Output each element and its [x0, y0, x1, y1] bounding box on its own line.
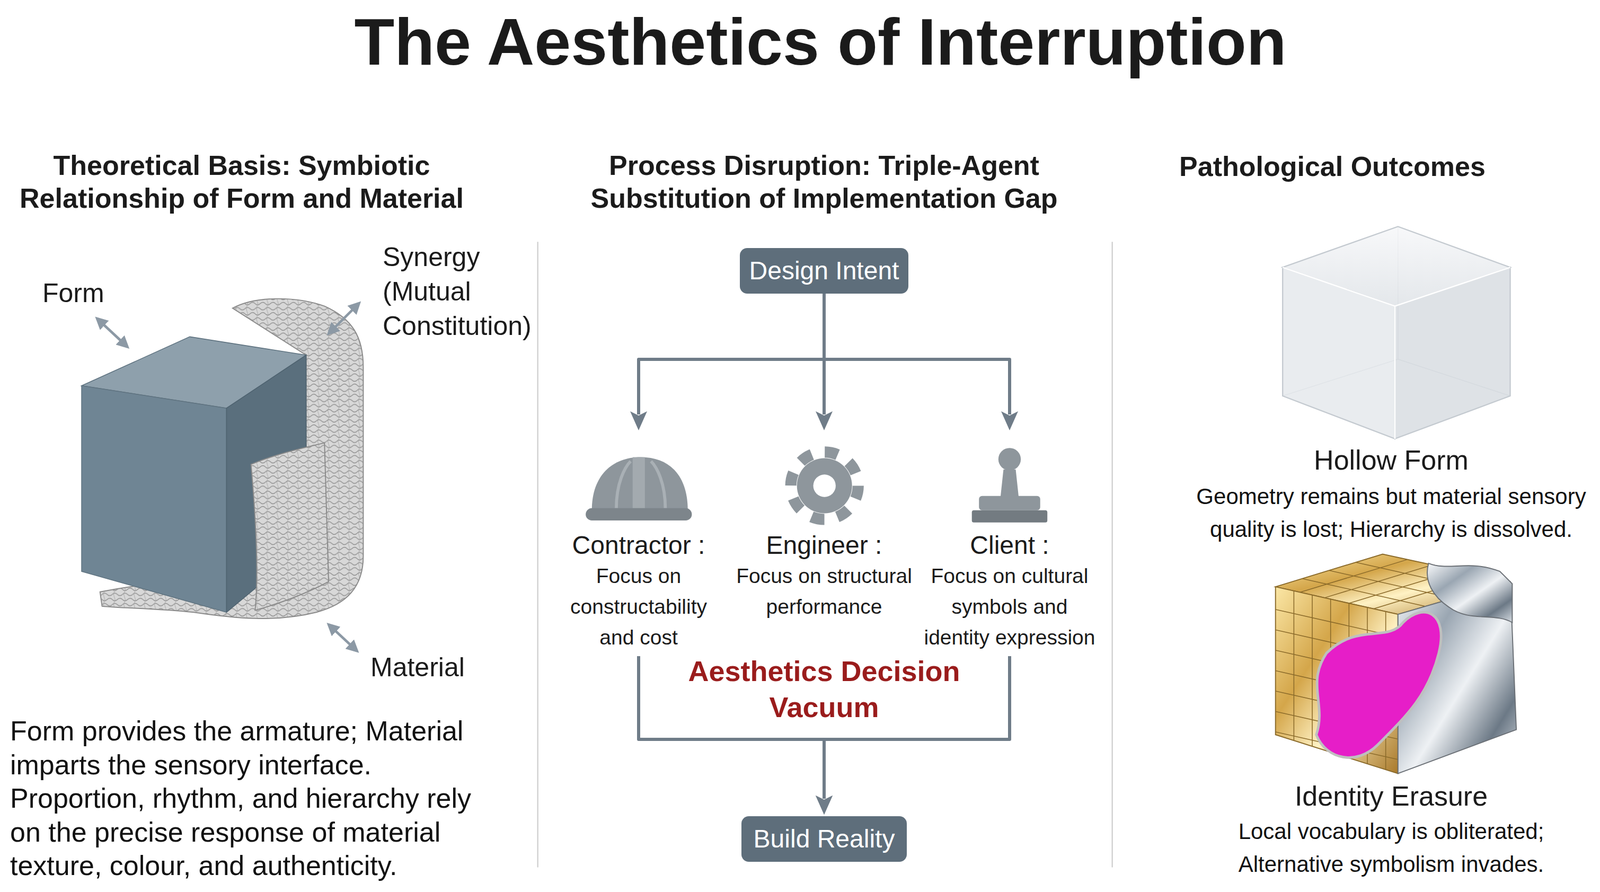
glass-highlight	[1282, 267, 1510, 439]
hat-brim	[585, 508, 692, 521]
hat-ridge	[632, 457, 645, 509]
box-label: Build Reality	[753, 824, 896, 853]
agent-focus: Focus on cultural symbols and identity e…	[919, 560, 1100, 653]
agent-focus: Focus on structural performance	[731, 560, 917, 623]
outcome-description: Local vocabulary is obliterated; Alterna…	[1189, 815, 1593, 881]
callout-label: Material	[370, 650, 509, 685]
agent-name: Contractor :	[559, 529, 719, 561]
column-divider	[537, 241, 539, 868]
glass-face	[1394, 267, 1511, 439]
hat-ridge	[616, 461, 666, 509]
outcome-title: Hollow Form	[1205, 443, 1577, 477]
column-heading: Process Disruption: Triple-Agent Substit…	[572, 148, 1076, 215]
hat-dome	[591, 457, 688, 511]
callout-label: Synergy (Mutual Constitution)	[382, 240, 538, 344]
double-arrow	[96, 318, 128, 348]
process-box: Build Reality	[741, 816, 907, 862]
cube-front-face	[81, 385, 227, 613]
agent-node: Contractor :Focus on constructability an…	[559, 431, 719, 657]
hollow-cube	[1282, 226, 1510, 439]
stamp-knob	[998, 447, 1021, 471]
stamp-base	[971, 510, 1048, 523]
hard-hat-icon	[585, 457, 692, 521]
glass-face	[1282, 267, 1395, 439]
gear-icon	[790, 452, 859, 520]
chrome-tear	[1427, 563, 1513, 623]
agent-name: Engineer :	[731, 529, 917, 561]
gear-hole	[813, 474, 836, 497]
warning-label: Aesthetics Decision Vacuum	[675, 652, 973, 726]
flow-connector	[638, 293, 825, 415]
flow-connector	[824, 293, 1010, 415]
column-heading: Theoretical Basis: Symbiotic Relationshi…	[3, 148, 481, 215]
magenta-blob	[1316, 612, 1442, 758]
double-arrow	[328, 624, 358, 651]
agent-node: Client :Focus on cultural symbols and id…	[919, 431, 1100, 657]
column-divider	[1111, 241, 1113, 868]
column-heading: Pathological Outcomes	[1093, 149, 1571, 183]
material-wrap	[251, 443, 329, 611]
outcome-title: Identity Erasure	[1205, 779, 1577, 813]
double-arrow	[328, 303, 360, 334]
stamp-icon	[971, 447, 1048, 523]
erased-cube	[1265, 553, 1517, 796]
callout-label: Form	[42, 276, 128, 311]
stamp-neck	[1000, 469, 1020, 499]
box-label: Design Intent	[749, 256, 900, 285]
agent-focus: Focus on constructability and cost	[559, 560, 719, 653]
gear-body	[797, 457, 853, 514]
stamp-plate	[978, 496, 1041, 511]
gear-teeth	[790, 452, 859, 520]
agent-name: Client :	[919, 529, 1100, 561]
agent-node: Engineer :Focus on structural performanc…	[731, 431, 917, 626]
body-text: Form provides the armature; Material imp…	[10, 714, 488, 883]
process-box: Design Intent	[739, 248, 909, 294]
page-title: The Aesthetics of Interruption	[237, 4, 1404, 81]
outcome-description: Geometry remains but material sensory qu…	[1189, 480, 1593, 546]
